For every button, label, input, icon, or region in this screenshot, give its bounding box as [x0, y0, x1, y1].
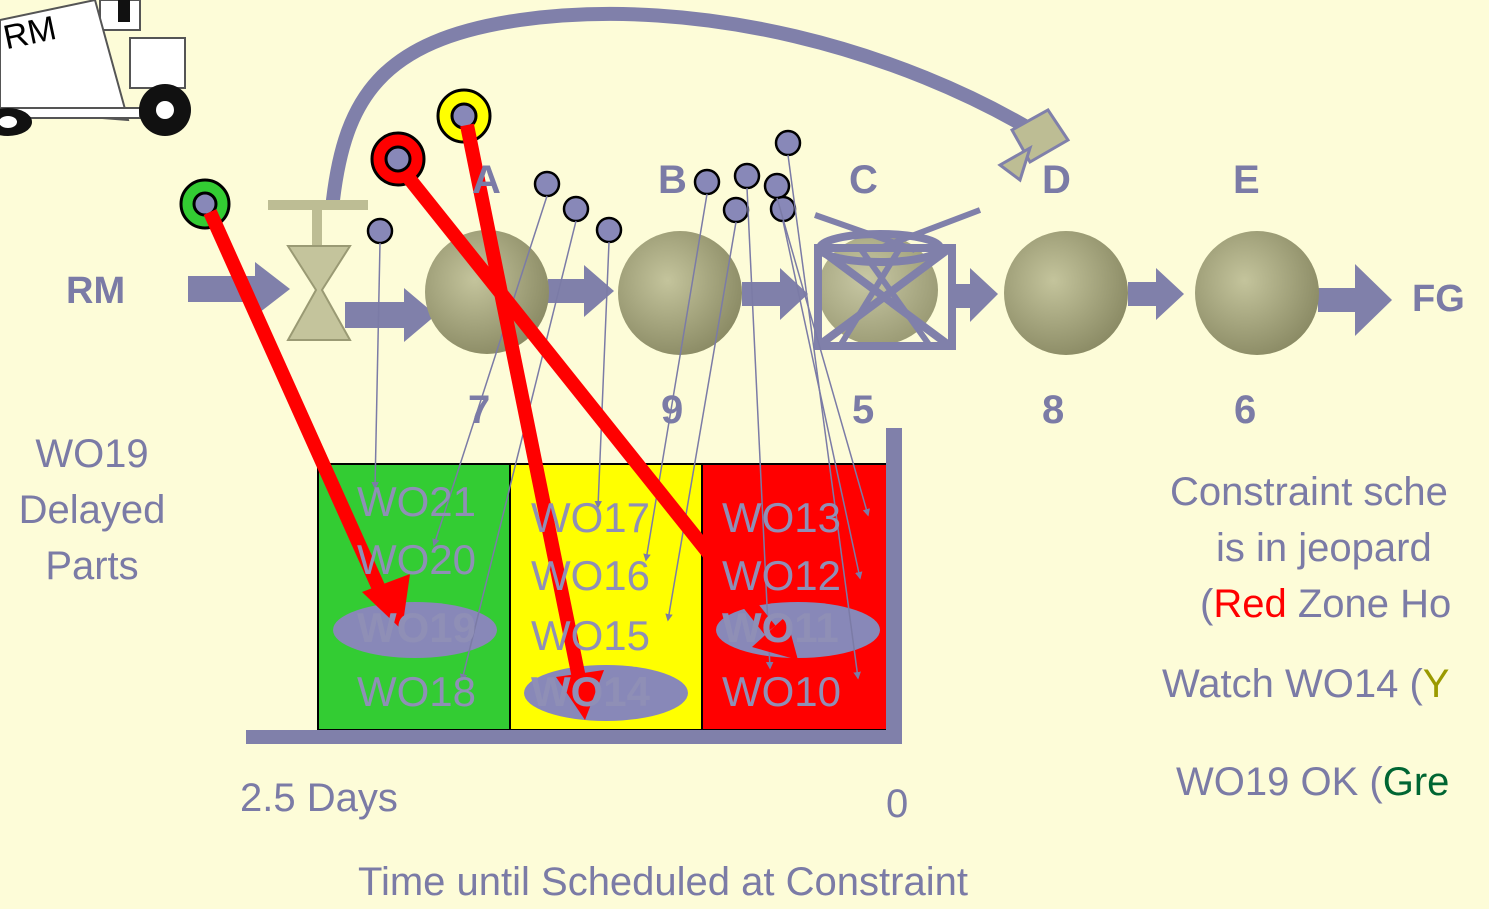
left-note-line2: Delayed	[18, 488, 166, 532]
wo-green-1: WO21	[357, 478, 477, 525]
wo-green-2: WO20	[357, 536, 477, 583]
left-note-line1: WO19	[35, 432, 149, 476]
wo-red-4: WO10	[722, 668, 842, 715]
rm-label: RM	[66, 270, 126, 312]
watch-note: Watch WO14 (Y	[1162, 662, 1449, 707]
station-e-letter: E	[1233, 158, 1260, 202]
wo11-status-marker	[370, 131, 426, 187]
part-trace-lines	[371, 154, 870, 682]
axis-title: Time until Scheduled at Constraint	[358, 860, 968, 904]
wo-yellow-2: WO16	[531, 552, 651, 599]
station-b-number: 9	[661, 388, 684, 432]
station-e-ball	[1195, 231, 1319, 355]
axis-end-label: 0	[886, 782, 909, 826]
station-a-number: 7	[468, 388, 491, 432]
part-markers	[366, 129, 802, 245]
right-note-line3: (Red Zone Ho	[1200, 582, 1451, 627]
axis-start-label: 2.5 Days	[240, 776, 398, 820]
zone-red	[701, 463, 889, 731]
status-arrows	[203, 123, 798, 720]
station-c-letter: C	[849, 158, 878, 202]
right-note-red-word: Red	[1213, 582, 1287, 626]
right-note-line3-rest: Zone Ho	[1286, 582, 1452, 626]
wo-red-1: WO13	[722, 494, 842, 541]
right-note-line3-open: (	[1200, 582, 1214, 626]
wo-yellow-1: WO17	[531, 494, 651, 541]
buffer-axis-right	[886, 428, 902, 744]
watch-note-prefix: Watch WO14 (	[1162, 662, 1423, 706]
watch-note-colored: Y	[1422, 662, 1450, 706]
rope-arrowhead-icon	[997, 108, 1071, 183]
fg-label: FG	[1412, 278, 1465, 320]
wo-green-3: WO19	[357, 604, 477, 651]
wo19-status-marker	[179, 178, 231, 230]
station-d-ball	[1004, 231, 1128, 355]
right-note-line2: is in jeopard	[1216, 526, 1432, 570]
right-note-line1: Constraint sche	[1170, 470, 1448, 514]
station-d-letter: D	[1042, 158, 1071, 202]
buffer-axis-bottom	[246, 730, 902, 744]
highlight-wo19	[333, 602, 497, 658]
station-b-letter: B	[658, 158, 687, 202]
flow-arrows	[188, 262, 1392, 342]
station-e-number: 6	[1234, 388, 1257, 432]
forklift-icon	[0, 0, 191, 136]
ok-note-colored: Gre	[1382, 760, 1450, 804]
left-note-line3: Parts	[45, 544, 139, 588]
station-d-number: 8	[1042, 388, 1065, 432]
release-gate-icon	[268, 200, 368, 341]
wo-green-4: WO18	[357, 668, 477, 715]
station-a-letter: A	[472, 158, 501, 202]
rope-line	[326, 6, 1047, 207]
wo-red-2: WO12	[722, 552, 842, 599]
ok-note: WO19 OK (Gre	[1176, 760, 1449, 805]
constraint-drum-icon	[814, 207, 982, 350]
wo-red-3: WO11	[722, 604, 839, 651]
station-b-ball	[618, 231, 742, 355]
wo-yellow-4: WO14	[531, 668, 651, 715]
station-c-number: 5	[852, 388, 875, 432]
wo-yellow-3: WO15	[531, 612, 651, 659]
ok-note-prefix: WO19 OK (	[1176, 760, 1383, 804]
